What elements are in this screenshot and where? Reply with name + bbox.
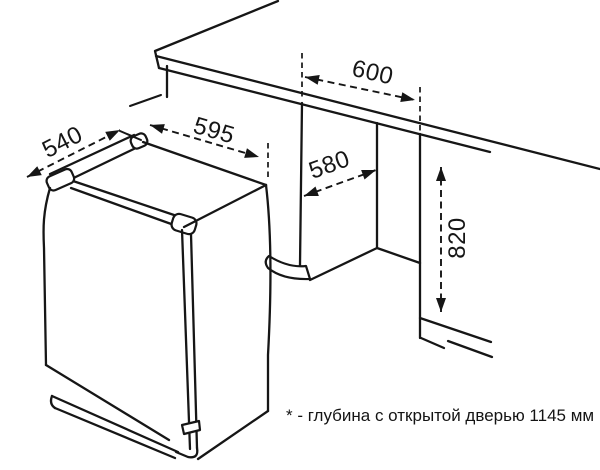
dimension-appliance-depth: 540 bbox=[26, 121, 142, 178]
niche bbox=[264, 101, 494, 359]
top-front-lip-inner bbox=[69, 186, 176, 227]
door-edge-strip-inner bbox=[180, 228, 192, 451]
plinth-top-edge bbox=[50, 394, 180, 454]
niche-plinth-strip bbox=[264, 254, 312, 281]
niche-bottom-right-edge bbox=[375, 246, 422, 265]
dimension-leader-540 bbox=[119, 130, 142, 141]
floor-shadow-line-left bbox=[419, 336, 446, 350]
door-edge-strip-bottom bbox=[174, 446, 199, 459]
top-right-edge bbox=[182, 183, 268, 229]
top-corner-cap-front bbox=[170, 212, 198, 236]
dimension-label-600: 600 bbox=[349, 55, 396, 91]
footnote-text: * - глубина с открытой дверью 1145 мм bbox=[286, 406, 594, 425]
floor-shadow-line-right bbox=[446, 339, 494, 359]
top-front-lip-outer bbox=[71, 179, 179, 218]
door-bottom-edge bbox=[44, 363, 171, 442]
door-left-edge bbox=[42, 186, 52, 367]
extension-segment-595 bbox=[129, 94, 162, 107]
dimension-line-540 bbox=[26, 129, 121, 178]
back-right-edge bbox=[264, 183, 272, 413]
dimension-label-540: 540 bbox=[38, 121, 87, 164]
dimension-label-595: 595 bbox=[190, 112, 237, 149]
dimension-niche-height: 820 bbox=[436, 167, 471, 312]
countertop bbox=[153, 0, 600, 171]
countertop-front-top-edge bbox=[154, 54, 600, 171]
dishwasher bbox=[42, 132, 272, 461]
door-hinge-tab bbox=[180, 419, 202, 436]
countertop-back-edge bbox=[153, 0, 280, 70]
dimension-niche-depth: 580 bbox=[303, 145, 377, 197]
dimension-line-580 bbox=[303, 169, 377, 197]
door-edge-strip-outer bbox=[189, 232, 199, 450]
side-bottom-edge bbox=[196, 409, 270, 461]
niche-bottom-left-edge bbox=[308, 246, 379, 282]
top-back-edge bbox=[141, 140, 268, 187]
dimension-appliance-width: 595 bbox=[129, 94, 269, 181]
dimension-line-595 bbox=[149, 124, 260, 158]
floor-line bbox=[418, 316, 493, 344]
countertop-front-bottom-edge bbox=[157, 66, 492, 154]
plinth-left-cap bbox=[49, 394, 57, 410]
dimension-label-580: 580 bbox=[305, 145, 353, 185]
dimension-line-600 bbox=[304, 74, 416, 103]
top-corner-cap-back bbox=[129, 132, 149, 150]
dimension-label-820: 820 bbox=[444, 217, 471, 259]
niche-front-left-edge bbox=[298, 101, 304, 267]
plinth-bottom-edge bbox=[53, 406, 177, 460]
